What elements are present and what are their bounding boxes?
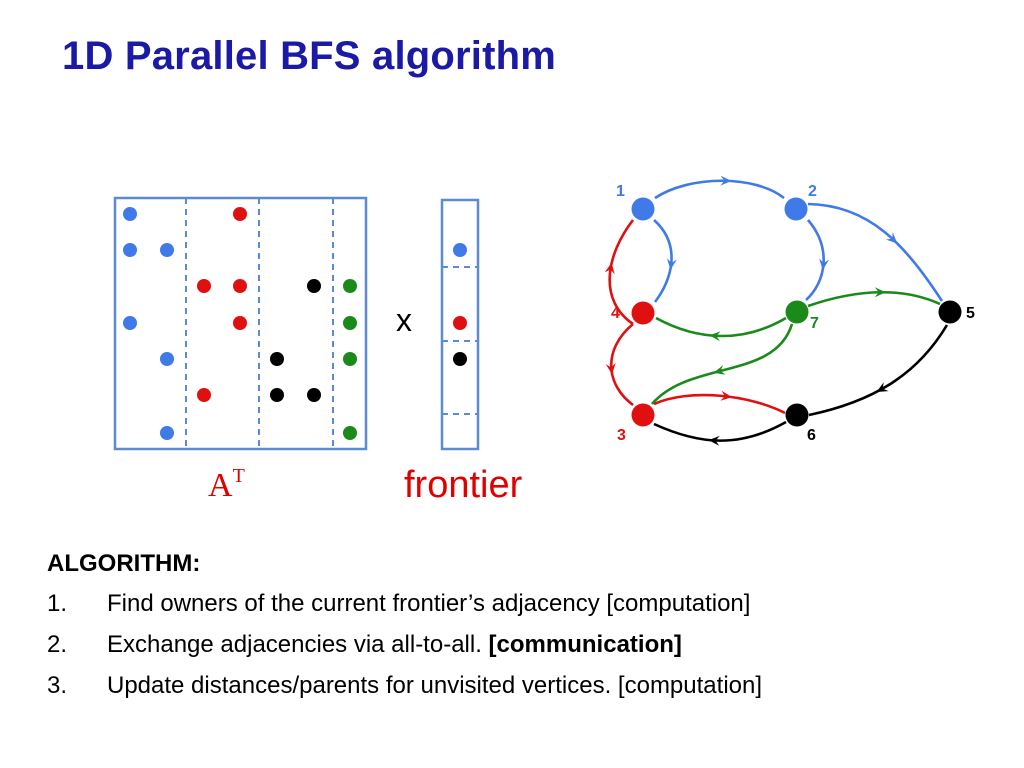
step-text: Update distances/parents for unvisited v… (107, 670, 762, 702)
matrix-entry-dot (270, 352, 284, 366)
graph-edge-arrowhead (819, 258, 830, 270)
graph-vertex-3 (631, 403, 655, 427)
frontier-entry-dot (453, 243, 467, 257)
frontier-entries (453, 243, 467, 366)
matrix-entry-dot (343, 426, 357, 440)
graph-edges (604, 175, 949, 446)
step-text-plain: Exchange adjacencies via all-to-all. (107, 631, 489, 658)
step-number: 2. (47, 631, 68, 658)
matrix-entry-dot (160, 243, 174, 257)
graph-vertex-7 (785, 300, 809, 324)
graph-edge-arrowhead (708, 435, 720, 446)
matrix-entry-dot (233, 207, 247, 221)
graph-vertex-4 (631, 301, 655, 325)
graph-vertex-1 (631, 197, 655, 221)
frontier-entry-dot (453, 352, 467, 366)
graph-edge-arrowhead (885, 232, 898, 244)
graph-edge-4-1 (608, 219, 635, 326)
graph: 1 2 3 4 5 6 7 (604, 175, 975, 446)
matrix-entry-dot (343, 279, 357, 293)
graph-vertex-label: 2 (808, 183, 817, 200)
step-number: 3. (47, 672, 68, 699)
step-number: 1. (47, 590, 68, 617)
diagram-canvas: AT x frontier 1 2 3 4 5 6 7 (113, 175, 975, 506)
matrix-label-superscript: T (233, 465, 245, 487)
matrix-entry-dot (197, 388, 211, 402)
matrix-entry-dot (123, 316, 137, 330)
graph-vertex-label: 4 (611, 305, 620, 322)
step-text: Exchange adjacencies via all-to-all. [co… (107, 629, 682, 661)
graph-vertex-5 (938, 300, 962, 324)
algorithm-heading: ALGORITHM: (47, 550, 201, 577)
algorithm-section: ALGORITHM: 1. Find owners of the current… (47, 548, 762, 711)
matrix-entry-dot (123, 207, 137, 221)
graph-edge-4-3 (609, 323, 634, 407)
graph-edge-5-6 (808, 324, 949, 417)
matrix-entry-dot (343, 352, 357, 366)
graph-edge-2-5 (807, 202, 944, 302)
matrix-frame (113, 196, 368, 451)
graph-vertex-label: 3 (617, 427, 626, 444)
matrix-entry-dot (307, 279, 321, 293)
graph-edge-arrowhead (666, 258, 677, 270)
graph-edge-7-4 (655, 316, 787, 338)
matrix-entry-dot (270, 388, 284, 402)
graph-vertex-label: 5 (966, 305, 975, 322)
matrix-entry-dot (160, 352, 174, 366)
graph-vertex-6 (785, 403, 809, 427)
graph-vertices: 1 2 3 4 5 6 7 (611, 183, 975, 444)
frontier-vector: frontier (404, 198, 523, 506)
graph-edge-1-4 (653, 219, 673, 303)
graph-edge-arrowhead (709, 331, 721, 342)
graph-edge-arrowhead (720, 390, 732, 401)
frontier-frame (440, 198, 480, 451)
slide-title: 1D Parallel BFS algorithm (62, 34, 557, 78)
matrix-entries (123, 207, 357, 440)
algorithm-step: 3. Update distances/parents for unvisite… (47, 670, 762, 702)
step-text-plain: Find owners of the current frontier’s ad… (107, 590, 751, 617)
graph-edge-3-6 (653, 393, 786, 415)
algorithm-step: 1. Find owners of the current frontier’s… (47, 588, 762, 620)
graph-edge-6-3 (653, 420, 787, 442)
graph-edge-arrowhead (604, 262, 615, 275)
matrix-entry-dot (233, 279, 247, 293)
multiply-symbol: x (396, 302, 412, 338)
matrix-at: AT (113, 196, 368, 504)
matrix-entry-dot (307, 388, 321, 402)
graph-vertex-label: 1 (616, 183, 625, 200)
step-text-plain: Update distances/parents for unvisited v… (107, 672, 763, 699)
matrix-entry-dot (123, 243, 137, 257)
graph-edge-arrowhead (874, 287, 886, 298)
graph-vertex-2 (784, 197, 808, 221)
graph-edge-arrowhead (720, 175, 732, 186)
matrix-label: AT (208, 465, 245, 504)
graph-vertex-label: 6 (807, 427, 816, 444)
matrix-entry-dot (160, 426, 174, 440)
graph-edge-arrowhead (713, 365, 726, 375)
frontier-label: frontier (404, 464, 523, 506)
algorithm-step: 2. Exchange adjacencies via all-to-all. … (47, 629, 762, 661)
step-text-bold: [communication] (488, 631, 682, 658)
matrix-entry-dot (233, 316, 247, 330)
matrix-entry-dot (343, 316, 357, 330)
graph-edge-7-5 (807, 290, 941, 308)
graph-vertex-label: 7 (810, 315, 819, 332)
matrix-entry-dot (197, 279, 211, 293)
step-text: Find owners of the current frontier’s ad… (107, 588, 750, 620)
graph-edge-arrowhead (605, 362, 616, 375)
graph-edge-2-7 (805, 219, 825, 301)
graph-edge-1-2 (654, 179, 785, 200)
graph-edge-arrowhead (876, 382, 889, 392)
frontier-entry-dot (453, 316, 467, 330)
graph-edge-7-3 (651, 323, 794, 405)
matrix-label-base: A (208, 467, 233, 504)
